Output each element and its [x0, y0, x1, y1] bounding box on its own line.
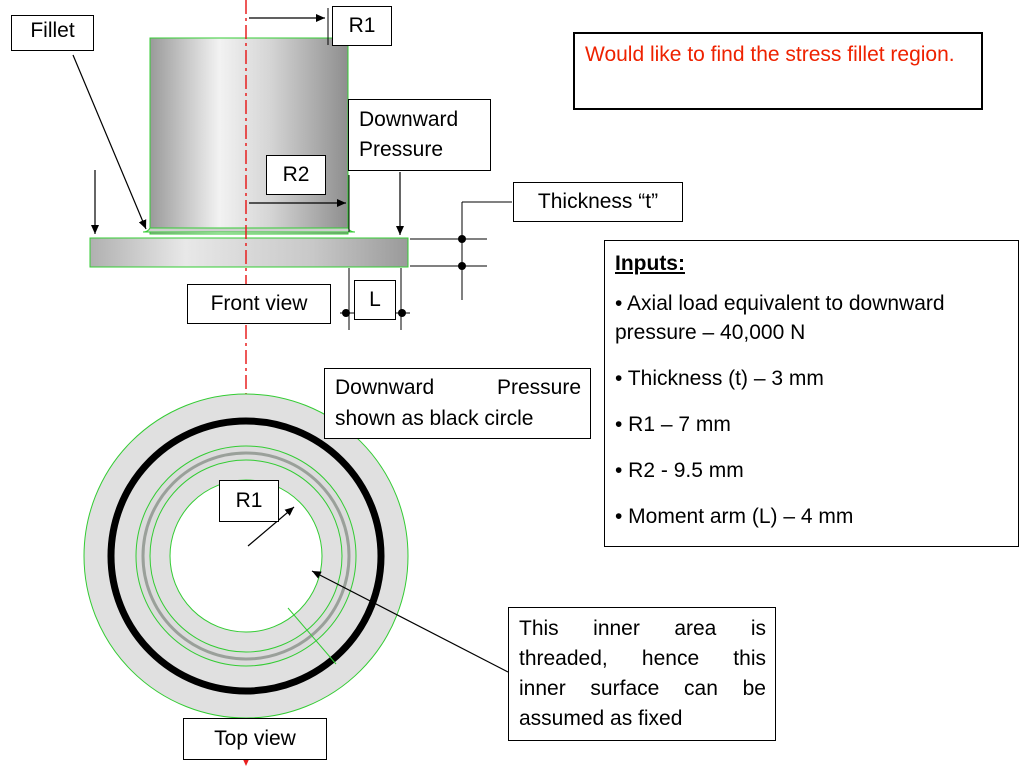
pressure-circle-label: Downward Pressure shown as black circle — [324, 368, 591, 439]
r1-bottom-arrow — [247, 506, 295, 547]
threaded-leader — [311, 570, 509, 673]
cylinder-body — [149, 37, 349, 235]
thickness-label: Thickness “t” — [513, 182, 683, 222]
threaded-note: This inner area is threaded, hence this … — [508, 607, 776, 741]
r1-bottom-label: R1 — [219, 480, 279, 522]
fillet-label: Fillet — [11, 15, 94, 51]
thickness-dot-top — [458, 235, 466, 243]
downward-pressure-label: Downward Pressure — [348, 99, 491, 171]
objective-note: Would like to find the stress fillet reg… — [573, 32, 983, 110]
front-view-label: Front view — [187, 284, 331, 324]
input-item: • R2 - 9.5 mm — [615, 459, 744, 482]
input-item: • Axial load equivalent to downward pres… — [615, 292, 945, 344]
l-label: L — [354, 280, 396, 320]
fillet-shape — [142, 227, 356, 233]
top-view-part — [83, 393, 409, 719]
seam-line — [287, 607, 337, 665]
input-item: • Moment arm (L) – 4 mm — [615, 505, 854, 528]
r2-label: R2 — [266, 155, 326, 195]
front-view-part — [89, 37, 409, 268]
top-view-label: Top view — [183, 718, 327, 760]
inputs-panel: Inputs: • Axial load equivalent to downw… — [604, 240, 1019, 547]
pressure-ring — [107, 417, 385, 695]
l-dot-right — [398, 309, 406, 317]
inputs-heading: Inputs: — [615, 252, 685, 275]
thickness-dot-bottom — [458, 262, 466, 270]
fillet-leader — [72, 54, 147, 230]
input-item: • Thickness (t) – 3 mm — [615, 367, 824, 390]
l-dot-left — [342, 309, 350, 317]
flange-body — [89, 237, 409, 268]
fillet-ring — [141, 451, 351, 661]
input-item: • R1 – 7 mm — [615, 413, 731, 436]
r1-top-label: R1 — [332, 6, 392, 46]
